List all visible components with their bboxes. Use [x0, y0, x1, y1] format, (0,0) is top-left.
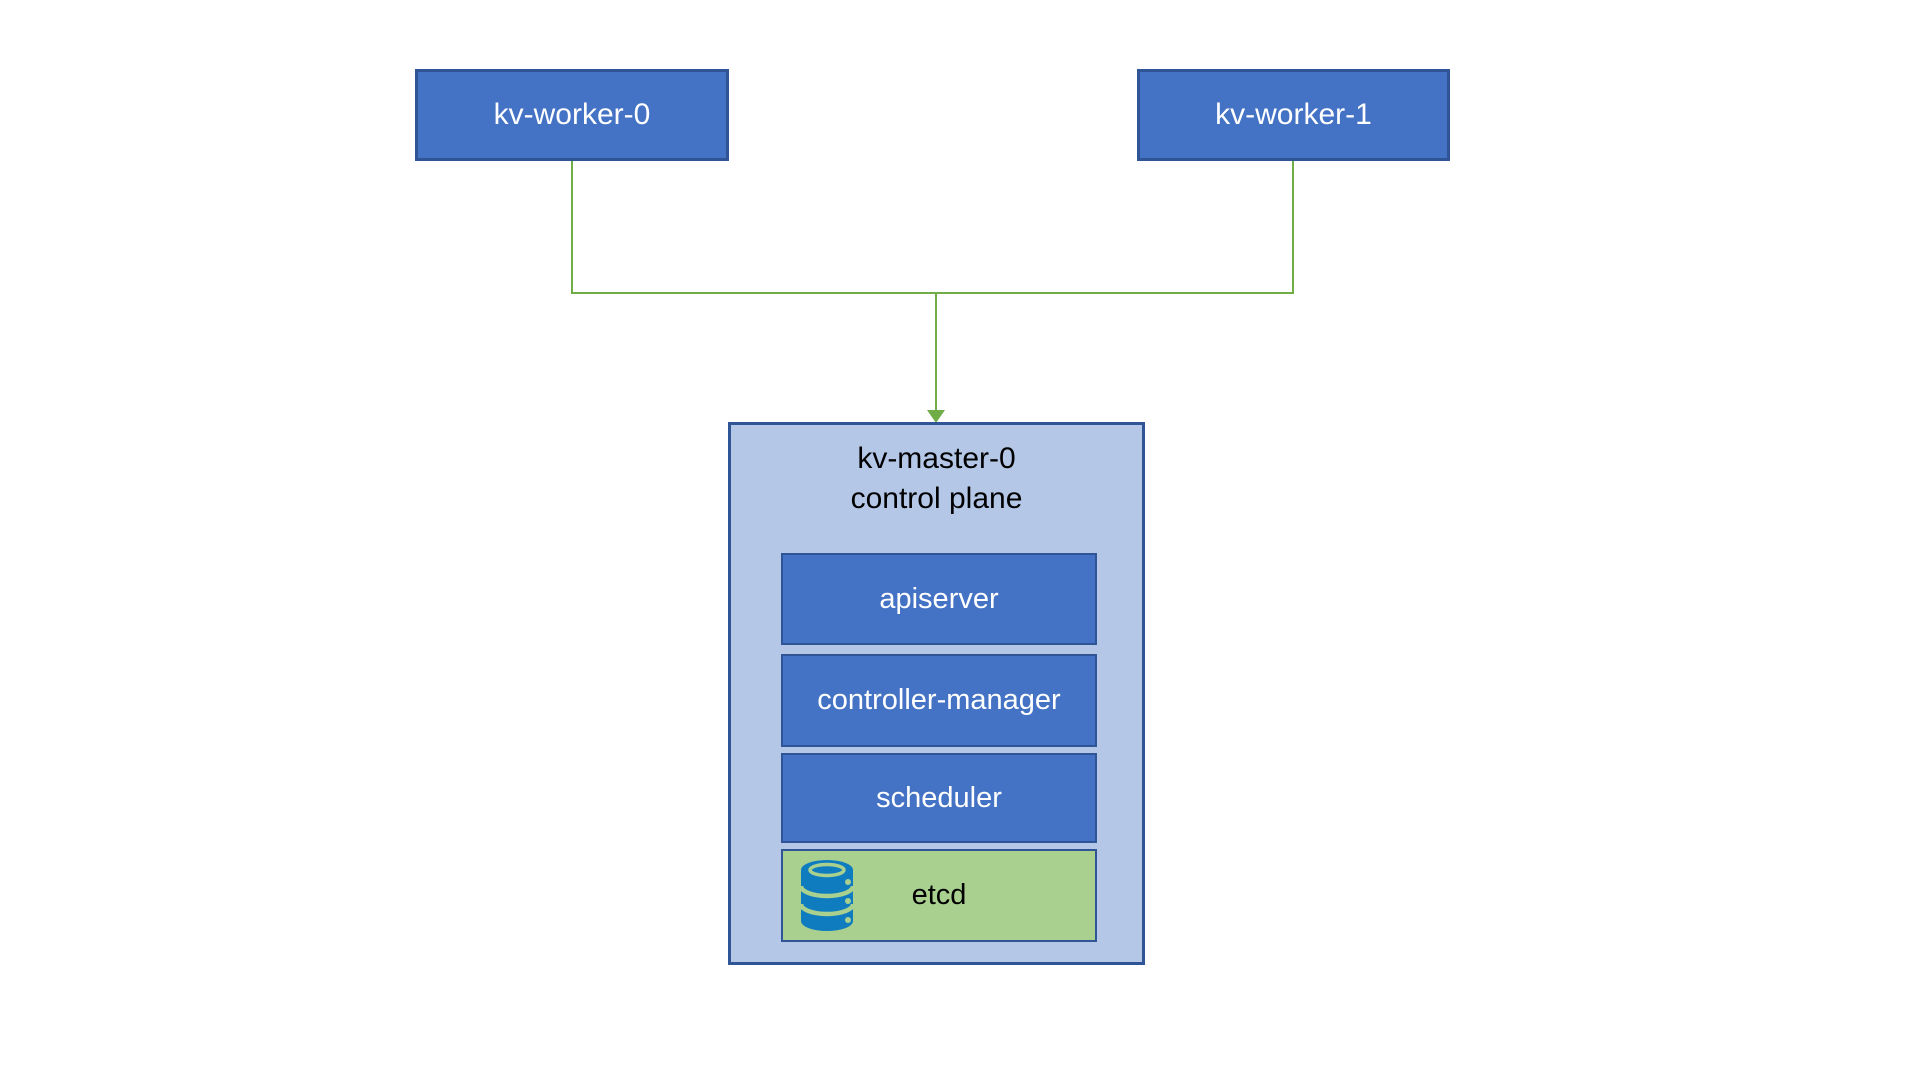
component-scheduler-label: scheduler — [876, 781, 1002, 814]
component-controller-manager-label: controller-manager — [817, 684, 1061, 716]
node-kv-worker-0-label: kv-worker-0 — [493, 98, 651, 131]
component-etcd-label: etcd — [911, 879, 967, 911]
component-etcd: etcd — [781, 849, 1097, 942]
database-icon — [798, 859, 856, 932]
node-kv-master-0: kv-master-0 control plane apiserver cont… — [728, 422, 1145, 965]
master-title-line2: control plane — [850, 482, 1023, 515]
master-title: kv-master-0 control plane — [731, 439, 1142, 519]
component-apiserver: apiserver — [781, 553, 1097, 645]
node-kv-worker-1-label: kv-worker-1 — [1215, 98, 1372, 131]
master-title-line1: kv-master-0 — [857, 442, 1016, 475]
node-kv-worker-0: kv-worker-0 — [415, 69, 729, 161]
node-kv-worker-1: kv-worker-1 — [1137, 69, 1450, 161]
component-scheduler: scheduler — [781, 753, 1097, 843]
component-apiserver-label: apiserver — [879, 582, 999, 615]
component-controller-manager: controller-manager — [781, 654, 1097, 747]
